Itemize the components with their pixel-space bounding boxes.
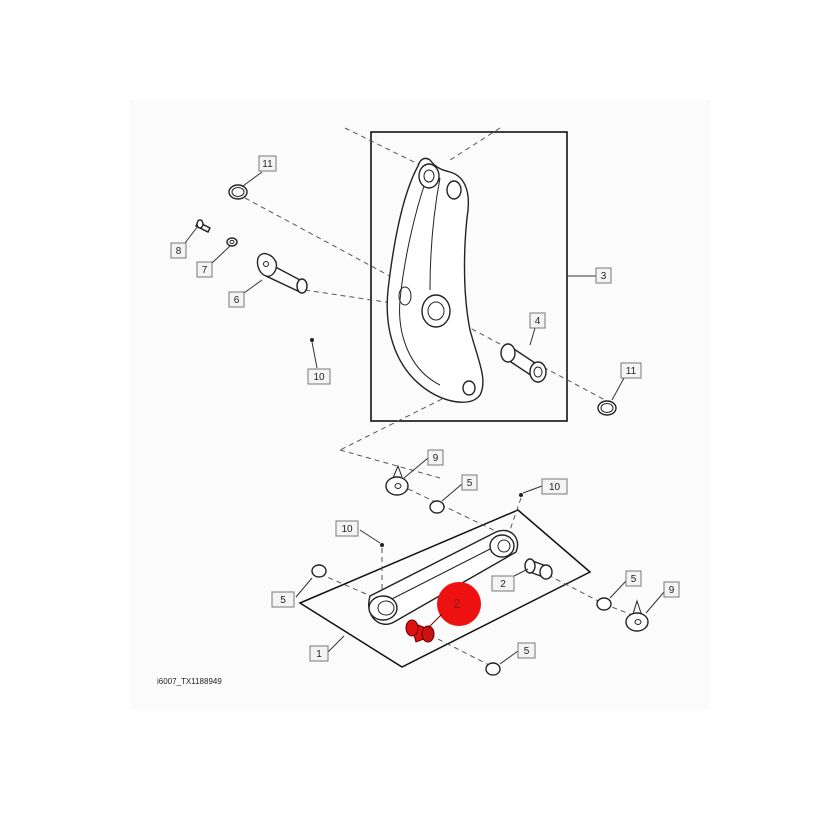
leader-line [529, 327, 536, 346]
highlight-marker[interactable]: 2 [427, 582, 481, 629]
callout-5[interactable]: 5 [625, 570, 642, 587]
leader-line [211, 245, 231, 264]
pivot-pin-6 [256, 252, 308, 294]
callout-5[interactable]: 5 [517, 642, 536, 659]
leader-line [441, 483, 463, 502]
callout-5-label: 5 [280, 595, 286, 606]
alignment-line [603, 603, 641, 619]
callout-9[interactable]: 9 [427, 449, 444, 466]
callout-1[interactable]: 1 [309, 645, 329, 662]
leader-line [499, 650, 519, 665]
lift-arm [386, 157, 484, 403]
callout-5[interactable]: 5 [461, 474, 478, 491]
callout-9[interactable]: 9 [663, 581, 680, 598]
callout-11-label: 11 [626, 366, 637, 377]
grease-fitting-upper [310, 338, 314, 342]
leader-line [403, 457, 429, 479]
callout-10[interactable]: 10 [335, 520, 359, 537]
highlight-label: 2 [453, 596, 460, 611]
callout-2[interactable]: 2 [491, 575, 515, 592]
snap-ring-inner [231, 187, 245, 197]
callout-5-label: 5 [467, 478, 473, 489]
callout-10[interactable]: 10 [541, 478, 568, 495]
callout-5[interactable]: 5 [271, 591, 295, 608]
washer-9-upper [385, 464, 409, 496]
alignment-line [399, 484, 511, 539]
callout-1-label: 1 [316, 649, 322, 660]
callout-4-label: 4 [535, 316, 541, 327]
callout-9-label: 9 [669, 585, 675, 596]
grease-fitting-left [380, 543, 384, 547]
nut-7 [226, 237, 238, 247]
callout-11-label: 11 [262, 159, 273, 170]
bushing-2-highlighted[interactable] [405, 619, 435, 643]
leader-line [645, 591, 665, 614]
link-assembly-frame [298, 509, 592, 668]
callout-8[interactable]: 8 [170, 242, 187, 259]
nut-hole [229, 239, 235, 245]
ring-5 [596, 597, 612, 611]
leader-line [327, 635, 345, 653]
leader-line [295, 577, 313, 598]
leader-line [311, 341, 318, 369]
callout-11[interactable]: 11 [258, 155, 277, 172]
callout-5-label: 5 [524, 646, 530, 657]
leader-line [609, 580, 627, 599]
snap-ring-inner [600, 403, 614, 413]
alignment-line [344, 127, 421, 166]
leader-line [611, 377, 625, 401]
leader-line [522, 485, 543, 494]
callout-10[interactable]: 10 [307, 368, 331, 385]
callout-10-label: 10 [549, 482, 561, 493]
callout-3[interactable]: 3 [595, 267, 612, 284]
callout-9-label: 9 [433, 453, 439, 464]
callout-7[interactable]: 7 [196, 261, 213, 278]
callout-4[interactable]: 4 [529, 312, 546, 329]
callout-3-label: 3 [601, 271, 607, 282]
callout-6-label: 6 [234, 295, 240, 306]
leader-line [184, 225, 199, 244]
alignment-line [244, 197, 426, 296]
callout-6[interactable]: 6 [228, 291, 245, 308]
ring-5 [485, 662, 501, 676]
figure-id: i6007_TX1188949 [157, 677, 222, 686]
callout-7-label: 7 [202, 265, 208, 276]
alignment-line [429, 634, 496, 669]
alignment-line [449, 127, 501, 161]
ring-5 [429, 500, 445, 514]
leader-line [242, 171, 263, 187]
link-bar [368, 529, 519, 625]
alignment-line [547, 574, 605, 605]
callout-10-label: 10 [313, 372, 325, 383]
washer-9-lower [625, 599, 649, 632]
callout-11[interactable]: 11 [620, 362, 642, 379]
leader-line [513, 568, 529, 577]
alignment-line [509, 497, 522, 531]
grease-fitting-right [519, 493, 523, 497]
leader-line [243, 279, 263, 294]
callout-10-label: 10 [341, 524, 353, 535]
callout-5-label: 5 [631, 574, 637, 585]
bolt-8 [195, 219, 211, 233]
alignment-line [339, 394, 451, 451]
ring-5 [311, 564, 327, 578]
callout-2-label: 2 [500, 579, 506, 590]
callout-8-label: 8 [176, 246, 182, 257]
leader-line [359, 529, 381, 544]
bushing-upper [500, 343, 547, 383]
